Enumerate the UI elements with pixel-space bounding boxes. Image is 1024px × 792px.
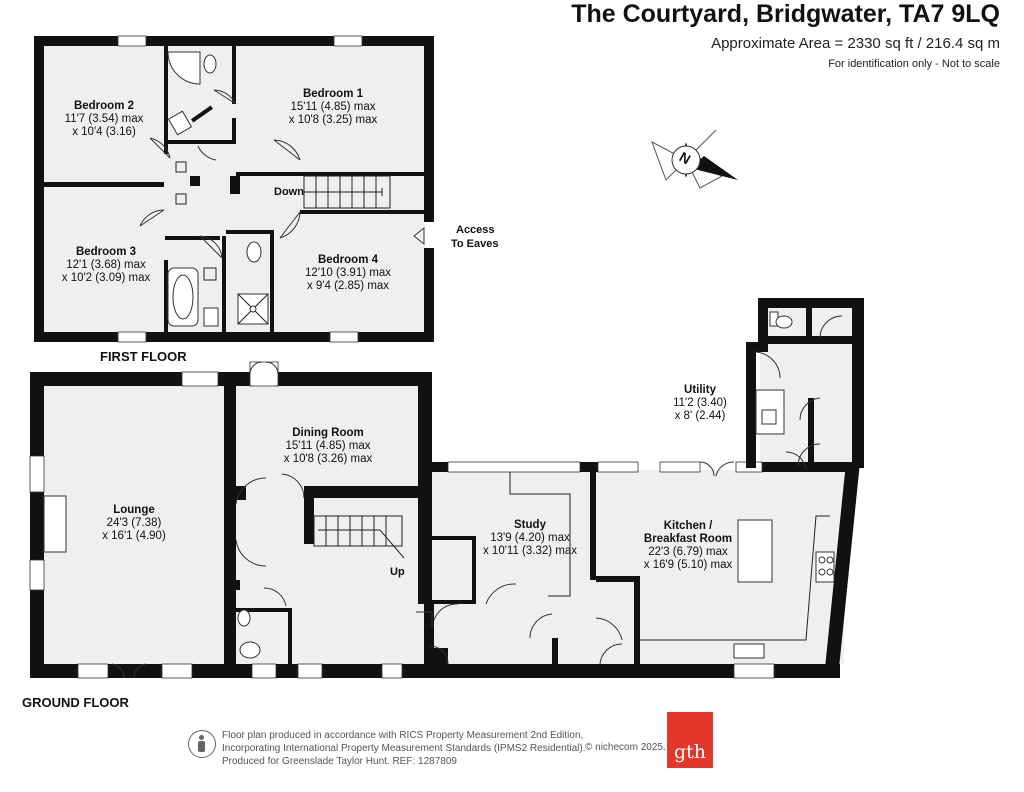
room-name: Bedroom 3 [75,246,137,258]
room-dimension: 24'3 (7.38) [106,517,162,529]
room-dimension: x 8' (2.44) [674,410,726,422]
room-dimension: x 16'9 (5.10) max [643,559,733,571]
room-dimension: x 10'8 (3.26) max [283,453,373,465]
room-name: Bedroom 4 [317,254,379,266]
eaves-access-label-line2: To Eaves [451,238,499,250]
room-bedroom-2: Bedroom 2 11'7 (3.54) max x 10'4 (3.16) [65,100,144,139]
room-dimension: 15'11 (4.85) max [290,101,376,113]
room-name: Dining Room [292,427,364,439]
room-dimension: x 10'11 (3.32) max [482,545,578,557]
property-address: The Courtyard, Bridgwater, TA7 9LQ [571,0,1000,28]
room-dimension: 15'11 (4.85) max [285,440,371,452]
room-dimension: 11'7 (3.54) max [64,113,144,125]
room-study: Study 13'9 (4.20) max x 10'11 (3.32) max [483,519,577,558]
room-bedroom-1: Bedroom 1 15'11 (4.85) max x 10'8 (3.25)… [289,88,378,127]
room-name: Study [514,519,546,531]
room-dimension: x 10'2 (3.09) max [61,272,151,284]
room-dimension: x 10'8 (3.25) max [288,114,378,126]
first-floor-plan [34,35,434,343]
room-bedroom-3: Bedroom 3 12'1 (3.68) max x 10'2 (3.09) … [62,246,151,285]
room-kitchen-breakfast: Kitchen / Breakfast Room 22'3 (6.79) max… [644,520,733,572]
ground-floor-plan [29,298,864,679]
room-lounge: Lounge 24'3 (7.38) x 16'1 (4.90) [102,504,166,543]
accessibility-person-icon [188,730,216,758]
room-dimension: 12'10 (3.91) max [305,267,391,279]
room-utility: Utility 11'2 (3.40) x 8' (2.44) [673,384,727,423]
floor-plan-drawing: .floor { fill:#efefef; } .wall { fill:#1… [29,35,864,679]
ground-floor-label: GROUND FLOOR [22,695,129,710]
eaves-access-label: Access [456,224,495,236]
room-dimension: x 10'4 (3.16) [72,126,136,138]
room-name: Bedroom 1 [302,88,364,100]
stairs-down-label: Down [274,186,304,198]
room-bedroom-4: Bedroom 4 12'10 (3.91) max x 9'4 (2.85) … [305,254,391,293]
copyright-notice: © nichecom 2025. [585,742,666,753]
room-dimension: 12'1 (3.68) max [66,259,146,271]
room-name: Bedroom 2 [73,100,135,112]
room-name: Kitchen / [663,520,713,532]
identification-note: For identification only - Not to scale [828,58,1000,70]
compass-icon [651,129,738,189]
room-name: Lounge [113,504,155,516]
footer-line: Produced for Greenslade Taylor Hunt. REF… [222,756,457,767]
footer-line: Incorporating International Property Mea… [222,743,586,754]
footer-line: Floor plan produced in accordance with R… [222,730,584,741]
room-dimension: x 9'4 (2.85) max [306,280,390,292]
room-dimension: 13'9 (4.20) max [490,532,570,544]
first-floor-label: FIRST FLOOR [100,349,187,364]
room-dimension: x 16'1 (4.90) [102,530,166,542]
approximate-area: Approximate Area = 2330 sq ft / 216.4 sq… [711,35,1000,52]
room-name-line2: Breakfast Room [643,533,733,545]
footer-text: Floor plan produced in accordance with R… [222,729,586,768]
room-dimension: 22'3 (6.79) max [648,546,728,558]
room-name: Utility [684,384,716,396]
room-dimension: 11'2 (3.40) [673,397,727,409]
gth-logo: gth [667,712,713,768]
stairs-up-label: Up [390,566,405,578]
room-dining-room: Dining Room 15'11 (4.85) max x 10'8 (3.2… [284,427,373,466]
